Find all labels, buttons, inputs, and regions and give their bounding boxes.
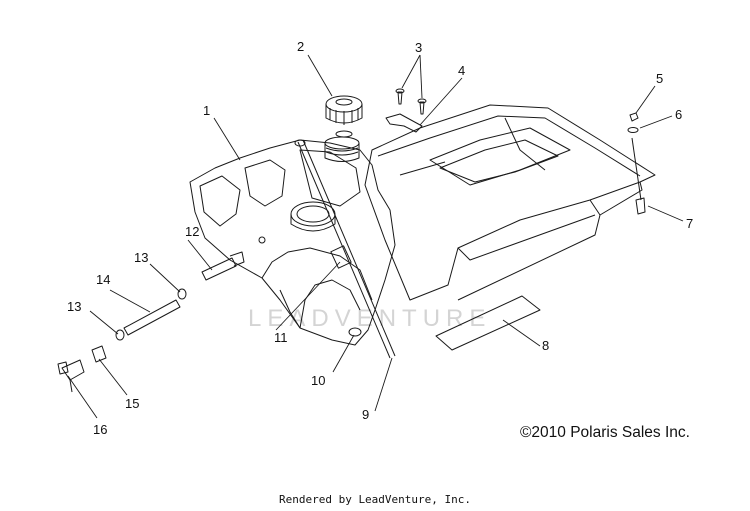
washer — [627, 127, 639, 133]
callout-2: 2 — [297, 39, 304, 54]
screws — [395, 88, 427, 115]
callout-3: 3 — [415, 40, 422, 55]
watermark-text: LEADVENTURE — [248, 305, 491, 332]
callout-13-lower: 13 — [67, 299, 81, 314]
bracket — [385, 113, 423, 133]
callout-12: 12 — [185, 224, 199, 239]
fuel-pump-opening — [290, 201, 352, 269]
grommet — [348, 327, 362, 337]
callout-15: 15 — [125, 396, 139, 411]
callout-7: 7 — [686, 216, 693, 231]
fuel-cap — [325, 95, 363, 138]
callout-16: 16 — [93, 422, 107, 437]
coupler — [91, 345, 107, 363]
callout-11: 11 — [274, 330, 288, 345]
rendered-by-footer: Rendered by LeadVenture, Inc. — [278, 493, 472, 506]
callout-10: 10 — [311, 373, 325, 388]
callout-1: 1 — [203, 103, 210, 118]
callout-labels: 1 2 3 4 5 6 7 8 9 10 11 12 13 13 14 15 1… — [67, 39, 693, 437]
callout-8: 8 — [542, 338, 549, 353]
watermark: LEADVENTURE — [248, 305, 491, 332]
rear-body-panel — [364, 104, 656, 301]
callout-9: 9 — [362, 407, 369, 422]
callout-5: 5 — [656, 71, 663, 86]
filler-neck — [324, 136, 360, 162]
fitting — [201, 251, 245, 281]
callout-13-upper: 13 — [134, 250, 148, 265]
pad — [435, 295, 541, 351]
leader-lines — [67, 54, 684, 419]
nut — [629, 112, 639, 122]
clamp-upper — [177, 288, 187, 300]
bolt — [631, 137, 646, 215]
fuel-tank — [189, 139, 396, 346]
hose — [123, 299, 181, 336]
vent-hose — [294, 139, 396, 359]
callout-14: 14 — [96, 272, 110, 287]
copyright-text: ©2010 Polaris Sales Inc. — [520, 424, 690, 441]
clamp-lower — [115, 329, 125, 341]
callout-4: 4 — [458, 63, 465, 78]
valve-fitting — [57, 359, 85, 393]
callout-6: 6 — [675, 107, 682, 122]
